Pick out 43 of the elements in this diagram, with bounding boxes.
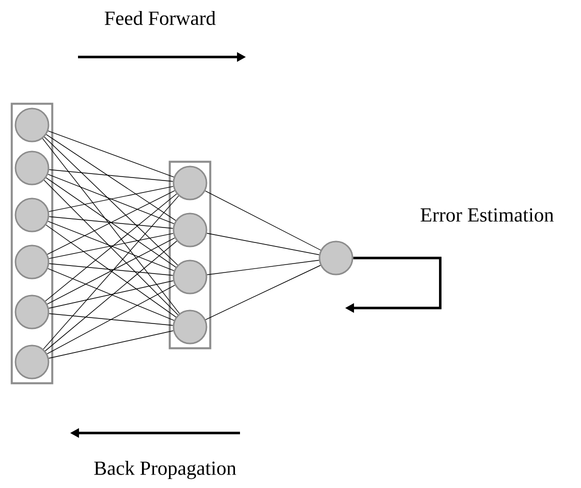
direction-label: Feed Forward — [104, 10, 216, 26]
connection-line — [48, 330, 174, 359]
neuron-circle — [14, 108, 50, 142]
neuron-circle — [318, 240, 354, 276]
connection-line — [206, 260, 320, 276]
layer-box — [168, 160, 212, 350]
direction-label: Back Propagation — [94, 460, 236, 480]
neuron-circle — [172, 310, 208, 344]
neuron-circle — [172, 166, 208, 200]
neuron-circle — [14, 294, 50, 330]
connection-line — [48, 130, 174, 178]
connection-line — [46, 238, 176, 304]
connection-line — [48, 280, 174, 309]
neuron-circle — [14, 244, 50, 280]
connection-line — [46, 224, 176, 318]
connection-line — [48, 174, 174, 224]
connection-line — [48, 233, 174, 259]
connection-line — [46, 177, 176, 268]
neuron-circle — [172, 212, 208, 248]
connection-line — [48, 169, 174, 182]
connection-line — [44, 240, 178, 352]
connection-line — [48, 263, 174, 276]
connection-line — [47, 190, 175, 255]
neuron-circle — [172, 260, 208, 294]
connection-line — [48, 268, 174, 321]
layer-box — [10, 102, 54, 384]
connection-line — [44, 136, 178, 266]
neuron-circle — [14, 150, 50, 186]
loop-label: Error Estimation — [420, 208, 554, 222]
connection-line — [46, 284, 176, 354]
connection-line — [45, 194, 177, 302]
connection-line — [46, 134, 176, 221]
connection-line — [43, 196, 179, 350]
connection-line — [42, 138, 180, 314]
connection-line — [205, 190, 322, 250]
connection-line — [205, 265, 321, 320]
connection-line — [48, 220, 174, 272]
neuron-circle — [14, 344, 50, 380]
connection-line — [48, 313, 174, 326]
connection-line — [48, 216, 174, 229]
connection-line — [44, 180, 178, 316]
neuron-circle — [14, 198, 50, 232]
connection-line — [48, 186, 174, 212]
